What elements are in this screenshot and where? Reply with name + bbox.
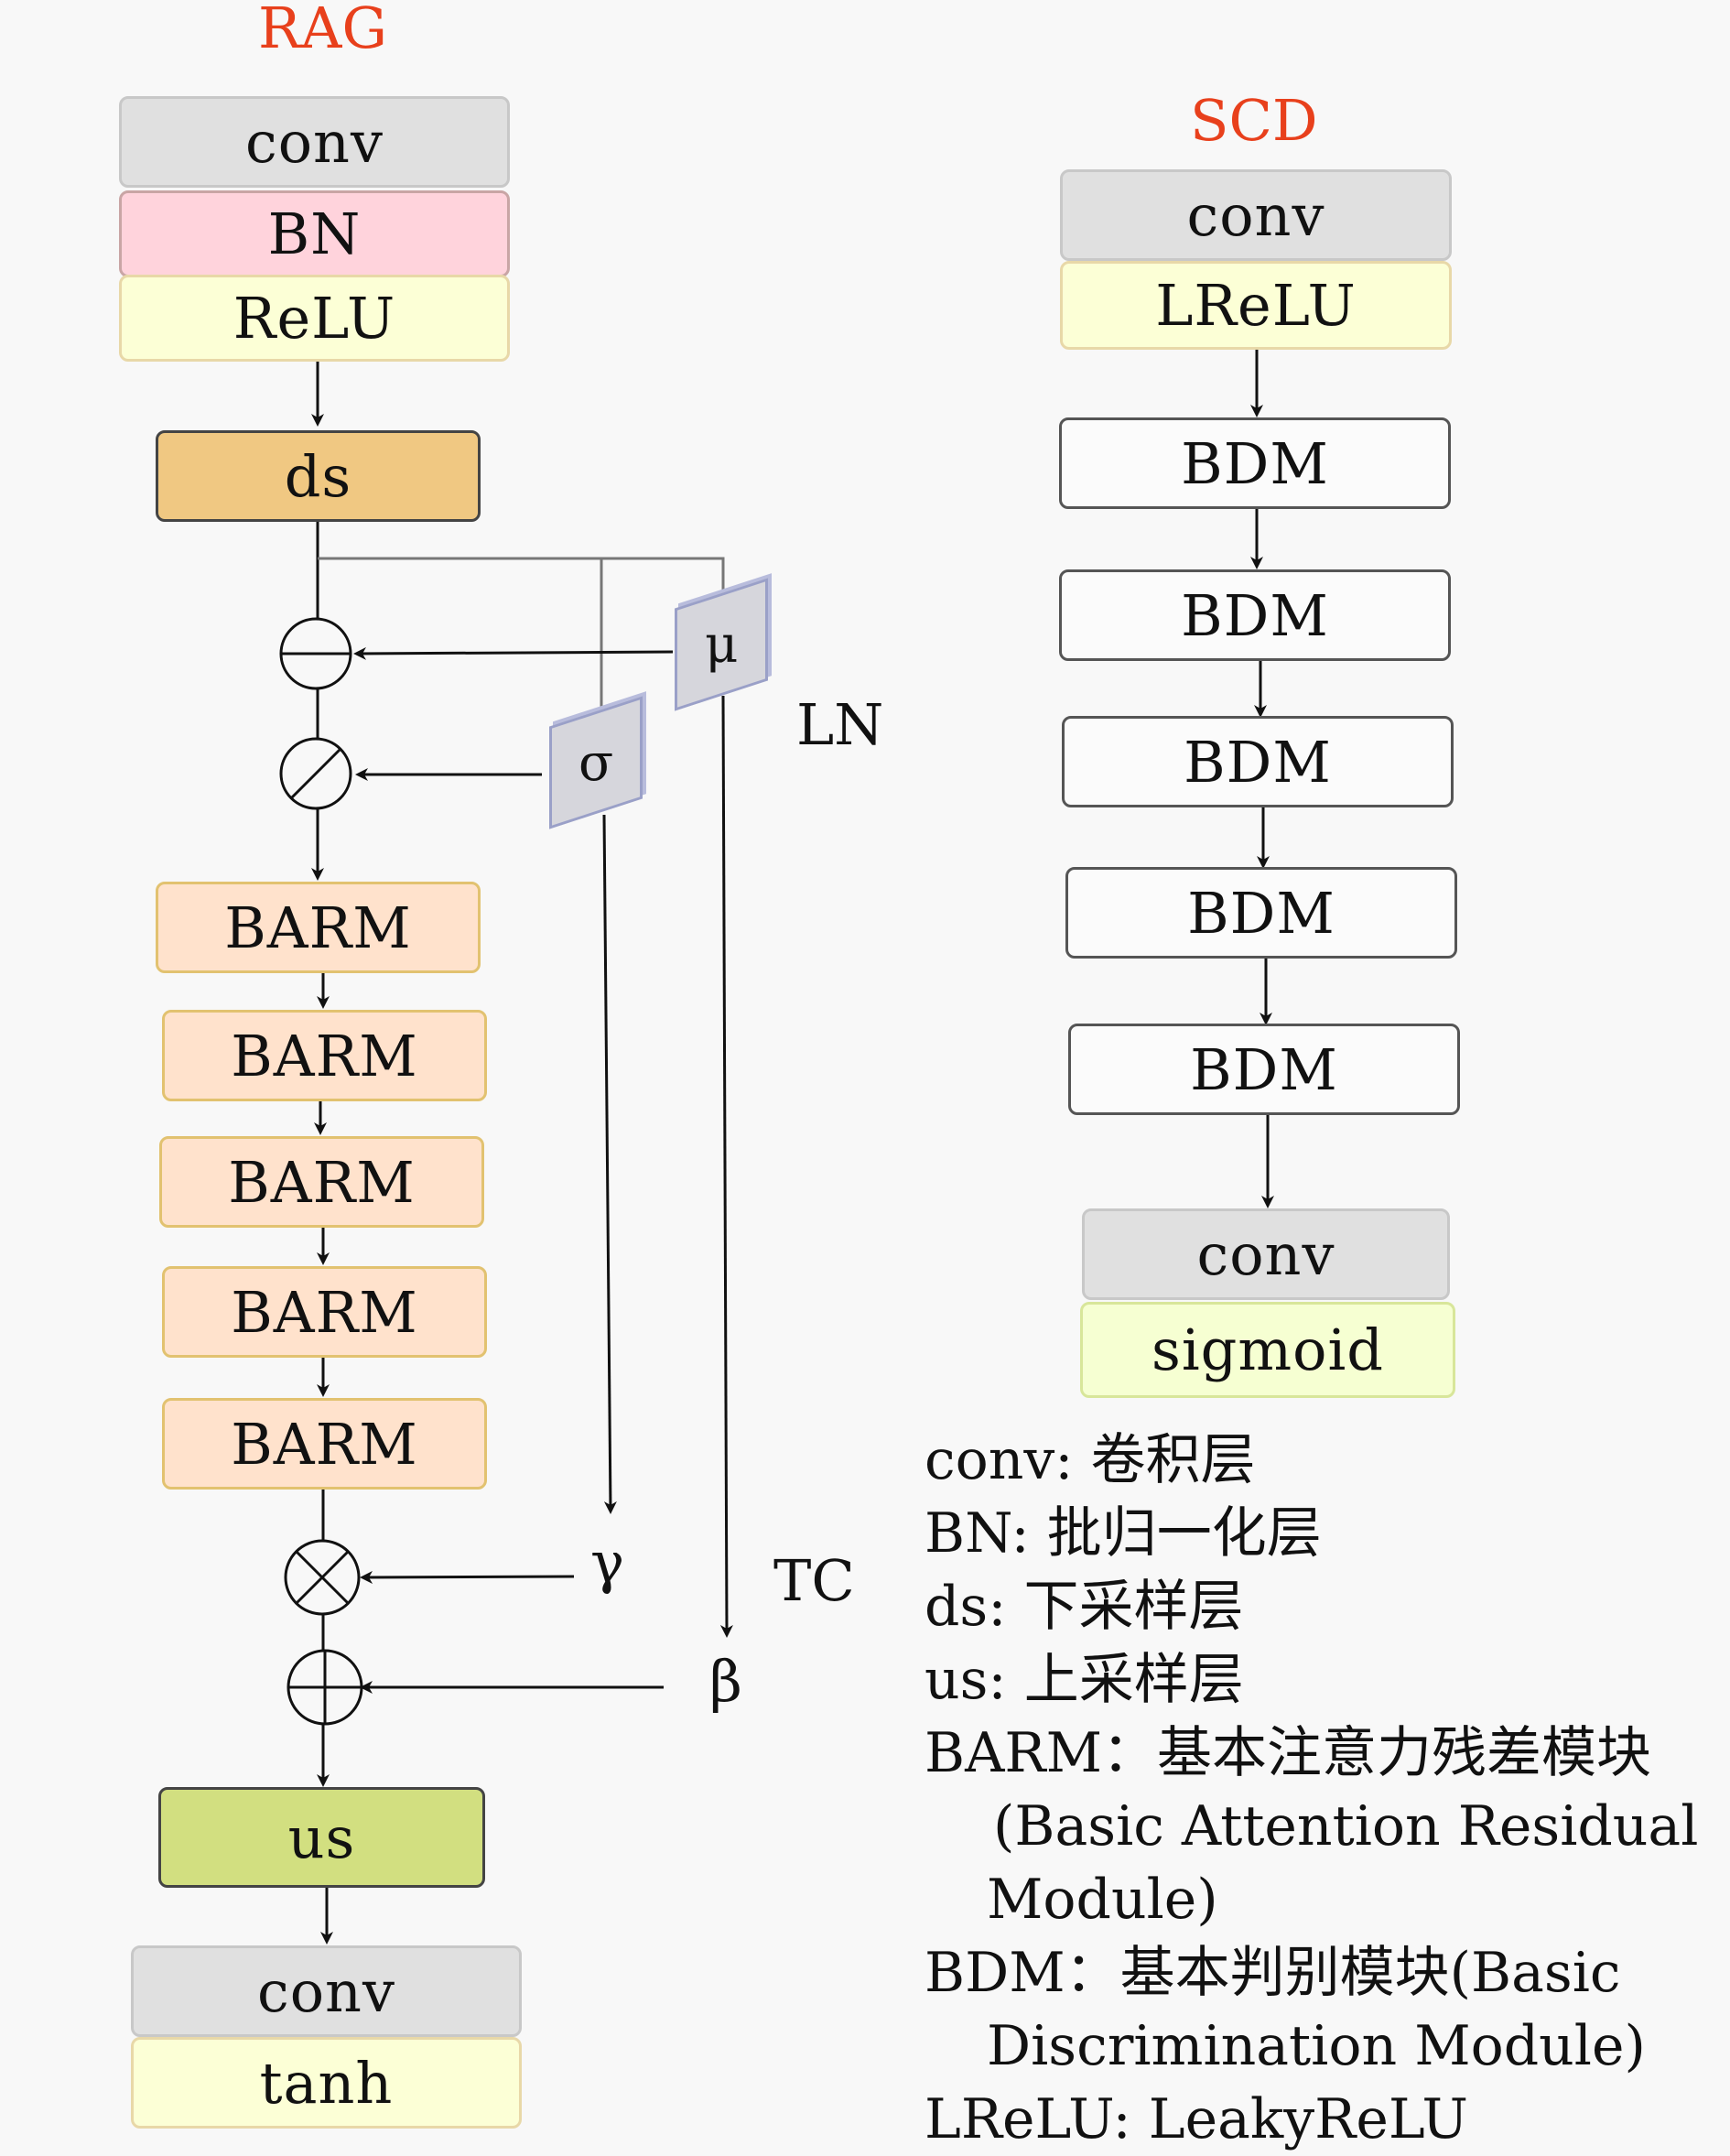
sigma-label: σ [578,732,614,793]
arrow-gamma-to-mul [360,1570,575,1584]
tc-label: TC [773,1547,855,1614]
rag-title: RAG [258,0,387,61]
rag-ds-block: ds [156,430,481,522]
beta-label: β [709,1648,742,1715]
rag-relu-block: ReLU [119,275,510,362]
scd-title: SCD [1190,87,1318,154]
legend: conv: 卷积层 BN: 批归一化层 ds: 下采样层 us: 上采样层 BA… [924,1424,1698,2156]
add-operator [287,1649,363,1726]
legend-line-bdm-en: Discrimination Module) [987,2014,1646,2078]
legend-line-barm-en-1: (Basic Attention Residual [993,1794,1699,1858]
rag-us-block: us [158,1787,485,1888]
barm-block-3: BARM [159,1136,484,1228]
legend-line-lrelu: LReLU: LeakyReLU [924,2087,1468,2151]
legend-line-bdm: BDM：基本判别模块(Basic [924,1941,1621,2005]
rag-conv-block: conv [119,96,510,188]
legend-line-us: us: 上采样层 [924,1648,1244,1712]
legend-line-ds: ds: 下采样层 [924,1575,1244,1639]
arrow-mu-to-sub [353,646,674,660]
scd-conv-block: conv [1060,169,1452,261]
rag-bn-block: BN [119,190,510,277]
legend-line-barm-en-2: Module) [987,1868,1218,1932]
mu-label: μ [704,614,739,675]
legend-line-barm: BARM：基本注意力残差模块 [924,1721,1652,1785]
ln-label: LN [796,691,884,758]
bdm-block-3: BDM [1062,716,1454,807]
arrow-sigma-to-gamma [602,814,617,1514]
arrow-mu-to-beta [719,695,733,1638]
rag-tanh-block: tanh [131,2037,522,2129]
scd-out-conv-block: conv [1082,1208,1450,1300]
legend-line-conv: conv: 卷积层 [924,1428,1256,1492]
legend-line-bn: BN: 批归一化层 [924,1501,1322,1566]
barm-block-4: BARM [162,1266,487,1358]
gamma-label: γ [590,1529,625,1596]
barm-block-5: BARM [162,1398,487,1490]
bdm-block-1: BDM [1059,417,1451,509]
scd-sigmoid-block: sigmoid [1080,1302,1455,1398]
barm-block-2: BARM [162,1010,487,1101]
subtract-operator [279,617,352,690]
rag-out-conv-block: conv [131,1945,522,2037]
bdm-block-4: BDM [1065,867,1457,959]
barm-block-1: BARM [156,882,481,973]
scd-lrelu-block: LReLU [1060,261,1452,350]
multiply-operator [284,1539,361,1616]
bdm-block-5: BDM [1068,1024,1460,1115]
bdm-block-2: BDM [1059,569,1451,661]
wire-branch-sigma [318,557,603,714]
divide-operator [279,737,352,810]
wire-branch-mu [601,557,725,593]
